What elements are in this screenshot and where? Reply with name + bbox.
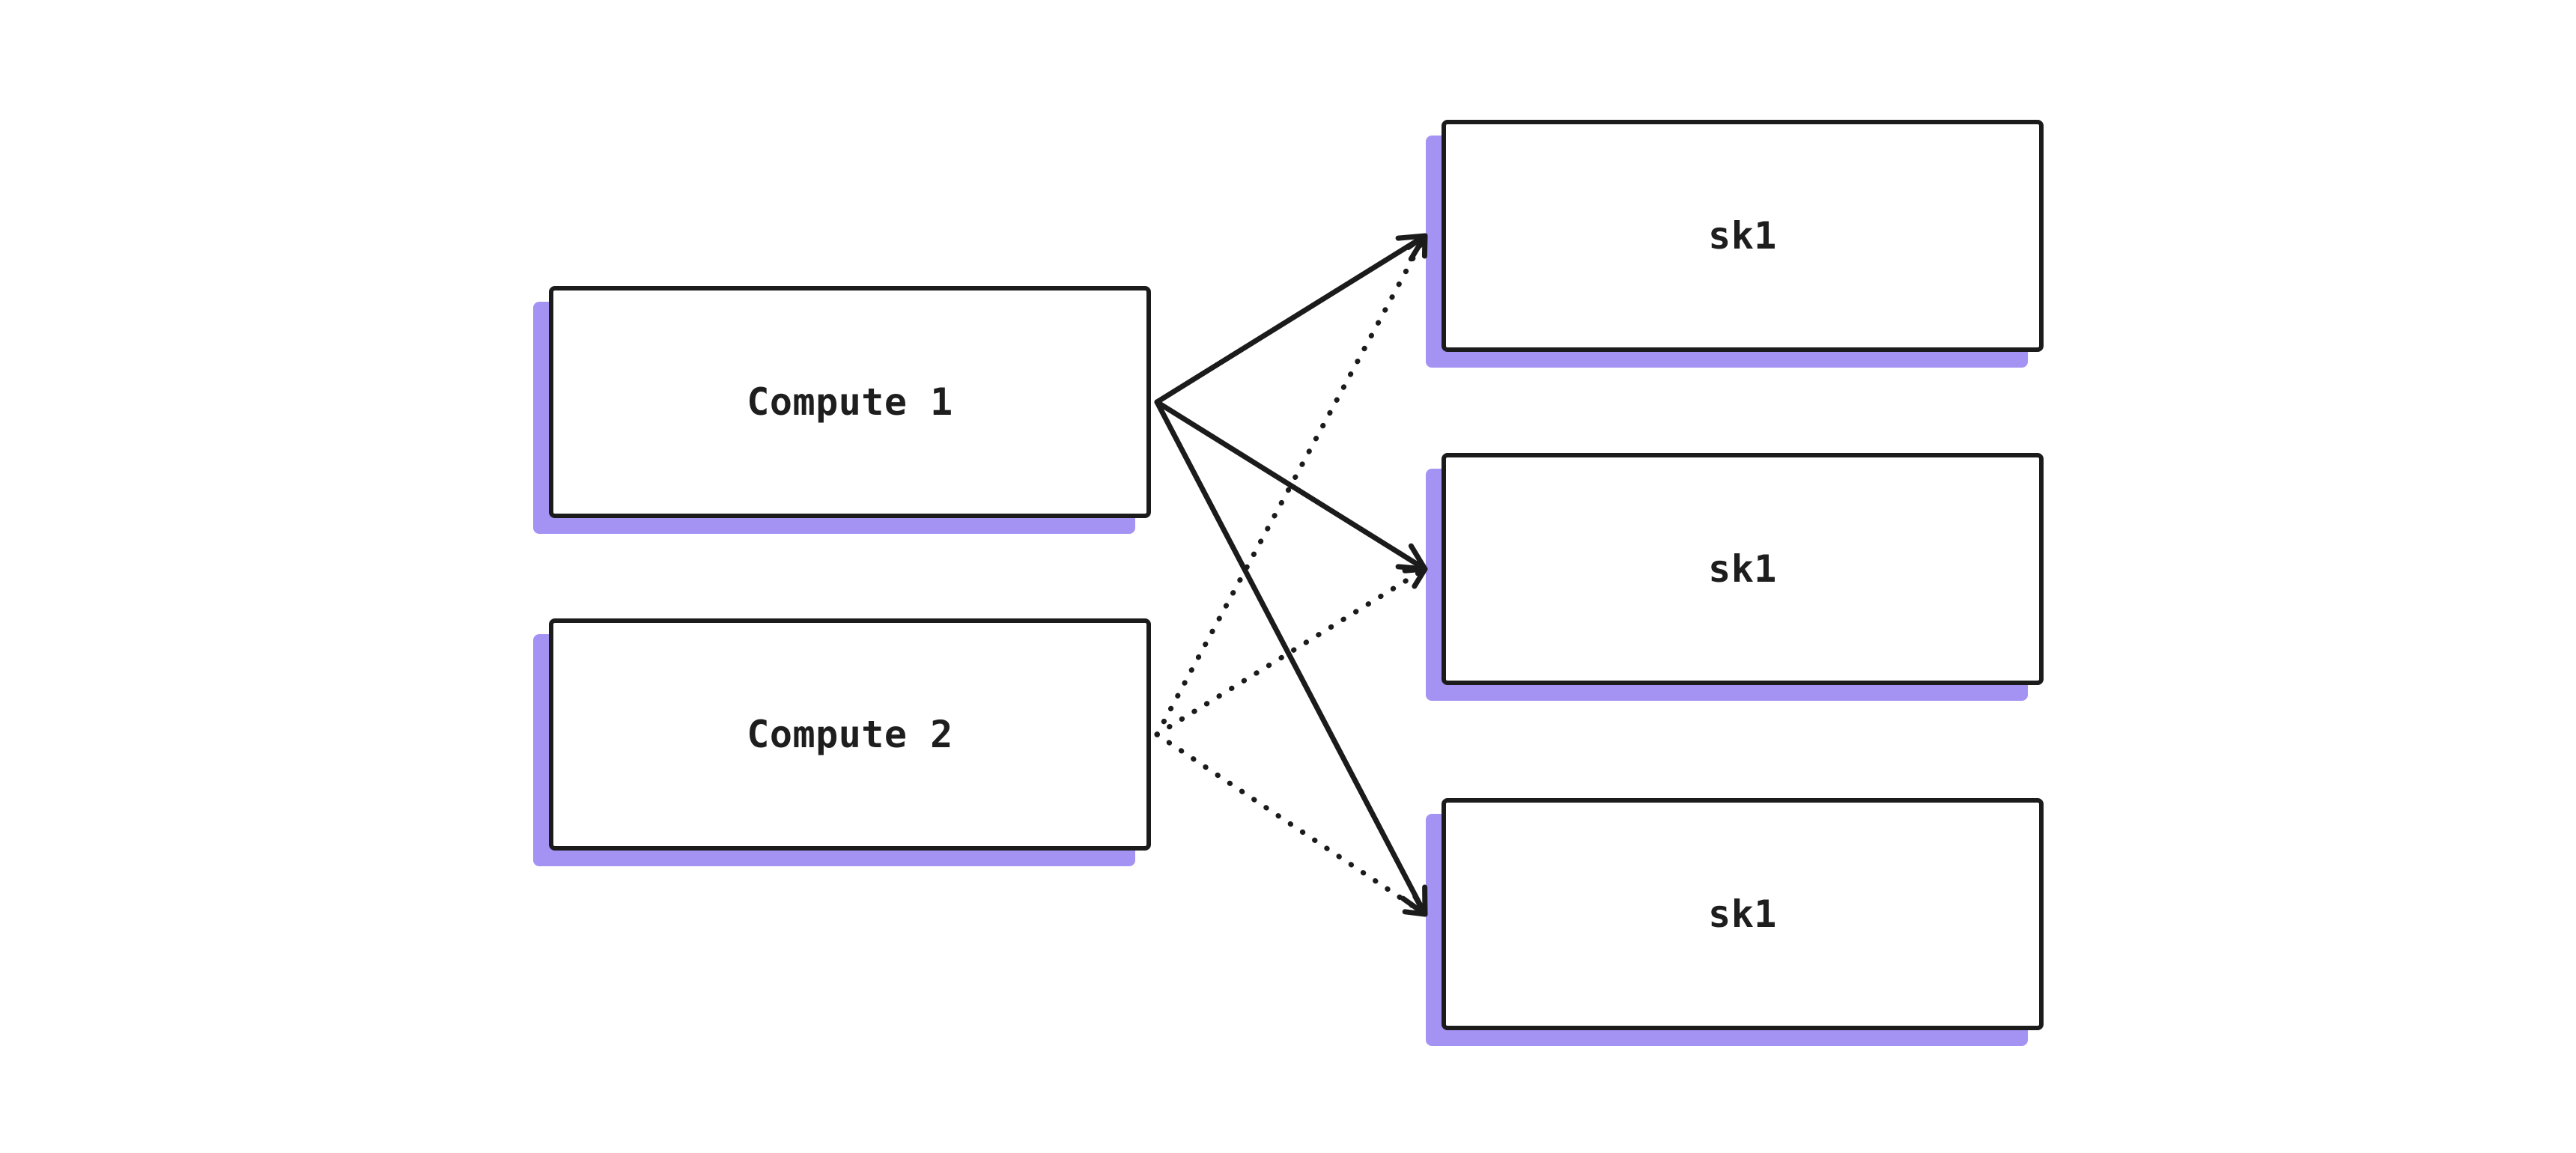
node-compute1: Compute 1 (549, 286, 1151, 518)
node-compute2: Compute 2 (549, 618, 1151, 851)
node-label: sk1 (1708, 214, 1777, 258)
node-label: sk1 (1708, 892, 1777, 936)
node-label: Compute 2 (747, 713, 953, 756)
node-label: sk1 (1708, 547, 1777, 591)
node-sk1-bottom: sk1 (1442, 798, 2044, 1030)
node-label: Compute 1 (747, 380, 953, 424)
node-sk1-top: sk1 (1442, 120, 2044, 352)
node-sk1-middle: sk1 (1442, 453, 2044, 685)
